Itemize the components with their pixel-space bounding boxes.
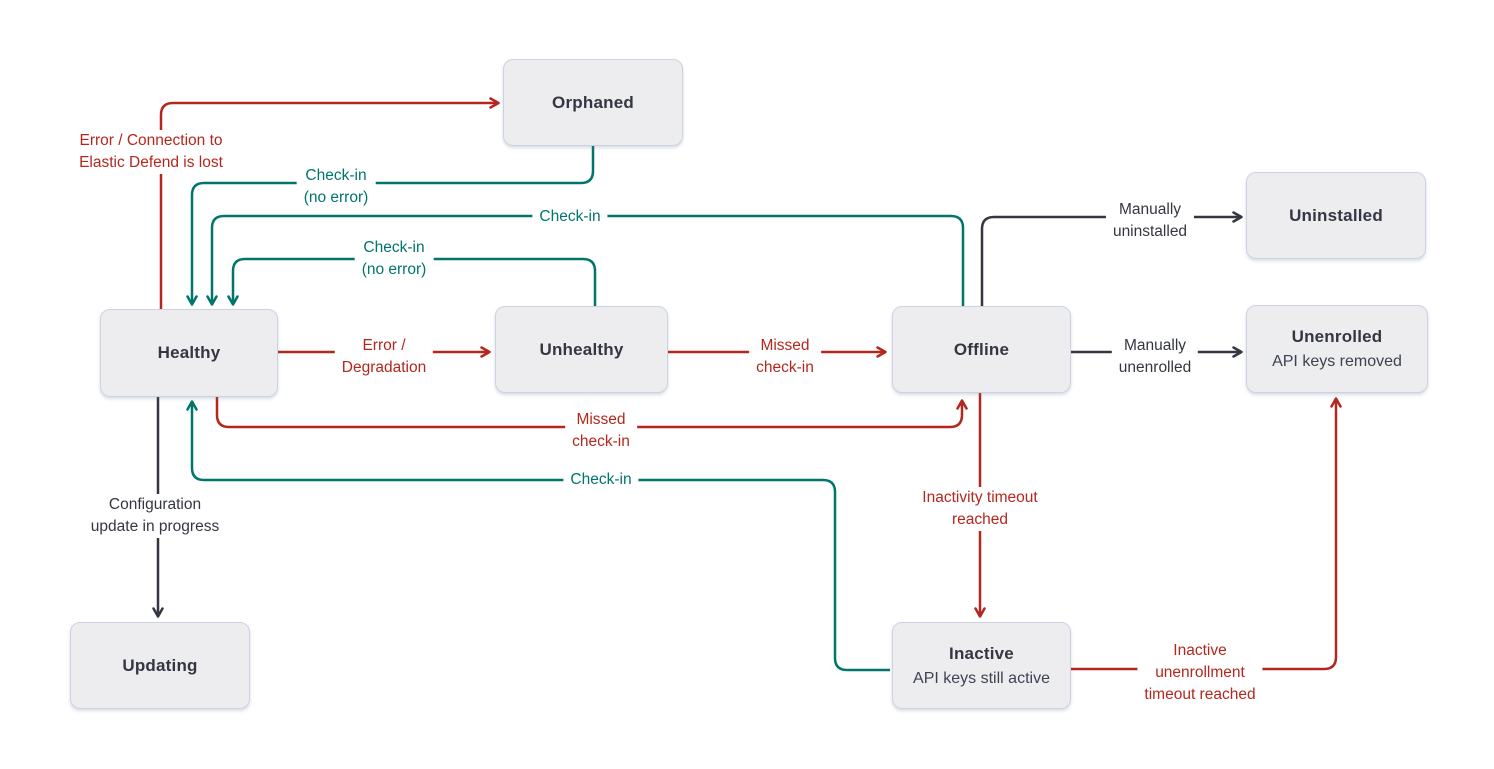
edge-healthy-to-orphaned <box>159 97 500 309</box>
edge-label-missed-checkin-from-healthy: Missed check-in <box>565 409 637 453</box>
edge-inactive-to-unenrolled <box>1071 397 1342 671</box>
edge-label-checkin-no-error-from-unhealthy: Check-in (no error) <box>354 237 434 281</box>
edge-label-checkin-from-offline: Check-in <box>532 206 608 228</box>
node-title: Offline <box>953 339 1010 359</box>
edge-inactive-to-healthy <box>186 400 890 672</box>
edge-label-configuration-update: Configuration update in progress <box>83 494 227 538</box>
node-updating: Updating <box>70 622 250 709</box>
node-title: Unhealthy <box>539 339 624 359</box>
edge-label-checkin-from-inactive: Check-in <box>563 469 639 491</box>
node-title: Updating <box>122 655 198 675</box>
node-offline: Offline <box>892 306 1071 393</box>
node-subtitle: API keys still active <box>913 669 1050 687</box>
node-subtitle: API keys removed <box>1272 353 1402 370</box>
node-orphaned: Orphaned <box>503 59 683 146</box>
edge-label-inactivity-timeout: Inactivity timeout reached <box>915 487 1045 531</box>
edge-label-error-degradation: Error / Degradation <box>334 335 434 379</box>
node-title: Uninstalled <box>1289 205 1383 225</box>
node-title: Orphaned <box>552 92 634 112</box>
node-healthy: Healthy <box>100 309 278 397</box>
edge-offline-to-uninstalled <box>980 211 1243 306</box>
edge-orphaned-to-healthy <box>186 146 595 306</box>
node-inactive: Inactive API keys still active <box>892 622 1071 709</box>
node-uninstalled: Uninstalled <box>1246 172 1426 259</box>
edge-label-inactive-unenrollment-timeout: Inactive unenrollment timeout reached <box>1137 640 1263 706</box>
edge-label-error-connection-lost: Error / Connection to Elastic Defend is … <box>72 130 230 174</box>
node-title: Inactive <box>949 643 1014 663</box>
node-title: Unenrolled <box>1291 327 1383 346</box>
edge-label-manually-uninstalled: Manually uninstalled <box>1105 199 1195 243</box>
edge-label-checkin-no-error-from-orphaned: Check-in (no error) <box>296 165 376 209</box>
node-title: Healthy <box>157 343 221 362</box>
edge-label-missed-checkin-to-offline: Missed check-in <box>749 335 821 379</box>
node-unenrolled: Unenrolled API keys removed <box>1246 305 1428 393</box>
edge-offline-to-healthy <box>206 214 965 306</box>
edge-label-manually-unenrolled: Manually unenrolled <box>1111 335 1199 379</box>
node-unhealthy: Unhealthy <box>495 306 668 393</box>
